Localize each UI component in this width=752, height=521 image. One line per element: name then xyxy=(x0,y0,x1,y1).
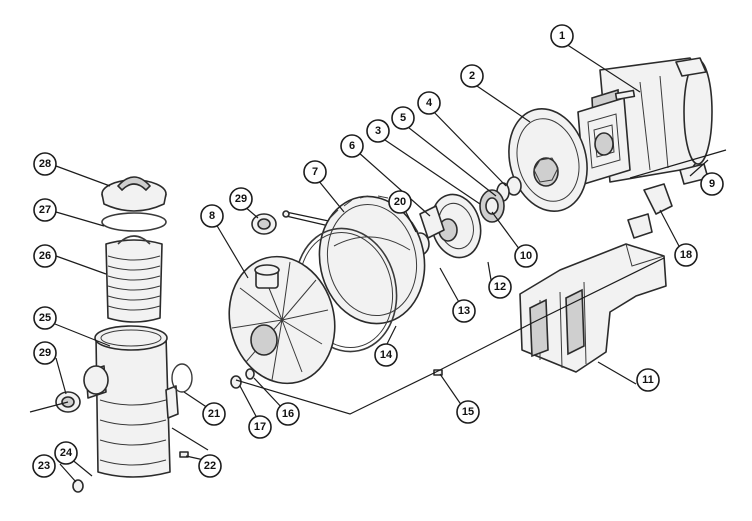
svg-text:9: 9 xyxy=(709,178,715,190)
callout-28: 28 xyxy=(33,152,57,176)
gasket xyxy=(171,363,193,393)
callout-26: 26 xyxy=(33,244,57,268)
callout-10: 10 xyxy=(514,244,538,268)
svg-text:1: 1 xyxy=(559,30,565,42)
callout-9: 9 xyxy=(700,172,724,196)
callout-27: 27 xyxy=(33,198,57,222)
motor xyxy=(577,57,713,185)
drain-plugs xyxy=(72,368,443,493)
svg-text:8: 8 xyxy=(209,210,215,222)
svg-text:2: 2 xyxy=(469,70,475,82)
callout-17: 17 xyxy=(248,415,272,439)
svg-text:6: 6 xyxy=(349,140,355,152)
callout-18: 18 xyxy=(674,243,698,267)
callout-29-bottom: 29 xyxy=(33,341,57,365)
callout-20: 20 xyxy=(388,190,412,214)
svg-text:15: 15 xyxy=(462,406,474,418)
callout-4: 4 xyxy=(417,91,441,115)
svg-text:17: 17 xyxy=(254,421,266,433)
callout-22: 22 xyxy=(198,454,222,478)
svg-text:16: 16 xyxy=(282,408,294,420)
svg-text:27: 27 xyxy=(39,204,51,216)
callout-24: 24 xyxy=(54,441,78,465)
callout-29-top: 29 xyxy=(229,187,253,211)
callout-2: 2 xyxy=(460,64,484,88)
callout-13: 13 xyxy=(452,299,476,323)
svg-text:29: 29 xyxy=(235,193,247,205)
seal-plate xyxy=(508,108,588,212)
strainer-pot xyxy=(83,325,179,478)
svg-text:13: 13 xyxy=(458,305,470,317)
svg-text:21: 21 xyxy=(208,408,220,420)
svg-text:28: 28 xyxy=(39,158,51,170)
svg-text:23: 23 xyxy=(38,460,50,472)
callout-23: 23 xyxy=(32,454,56,478)
pump-housing xyxy=(228,255,336,385)
callout-15: 15 xyxy=(456,400,480,424)
callout-7: 7 xyxy=(303,160,327,184)
lid-o-ring xyxy=(101,212,167,232)
svg-text:10: 10 xyxy=(520,250,532,262)
union-fitting-top xyxy=(251,213,277,235)
callout-11: 11 xyxy=(636,368,660,392)
callout-16: 16 xyxy=(276,402,300,426)
svg-text:26: 26 xyxy=(39,250,51,262)
callout-12: 12 xyxy=(488,275,512,299)
svg-text:5: 5 xyxy=(400,112,406,124)
svg-text:7: 7 xyxy=(312,166,318,178)
strainer-basket xyxy=(105,235,163,323)
svg-text:25: 25 xyxy=(39,312,51,324)
callout-5: 5 xyxy=(391,106,415,130)
motor-base xyxy=(519,243,667,373)
callout-21: 21 xyxy=(202,402,226,426)
svg-text:11: 11 xyxy=(642,374,654,386)
svg-text:22: 22 xyxy=(204,460,216,472)
callout-25: 25 xyxy=(33,306,57,330)
callouts: 1 2 3 4 5 6 7 8 9 10 11 12 13 14 15 16 1… xyxy=(32,24,724,478)
callout-14: 14 xyxy=(374,343,398,367)
svg-text:20: 20 xyxy=(394,196,406,208)
svg-text:3: 3 xyxy=(375,125,381,137)
svg-text:4: 4 xyxy=(426,97,433,109)
svg-text:18: 18 xyxy=(680,249,692,261)
svg-text:24: 24 xyxy=(60,447,73,459)
callout-3: 3 xyxy=(366,119,390,143)
svg-text:12: 12 xyxy=(494,281,506,293)
callout-6: 6 xyxy=(340,134,364,158)
strainer-lid xyxy=(101,176,167,212)
motor-mount-clips xyxy=(627,183,673,239)
svg-text:14: 14 xyxy=(380,349,393,361)
callout-8: 8 xyxy=(200,204,224,228)
svg-text:29: 29 xyxy=(39,347,51,359)
callout-1: 1 xyxy=(550,24,574,48)
